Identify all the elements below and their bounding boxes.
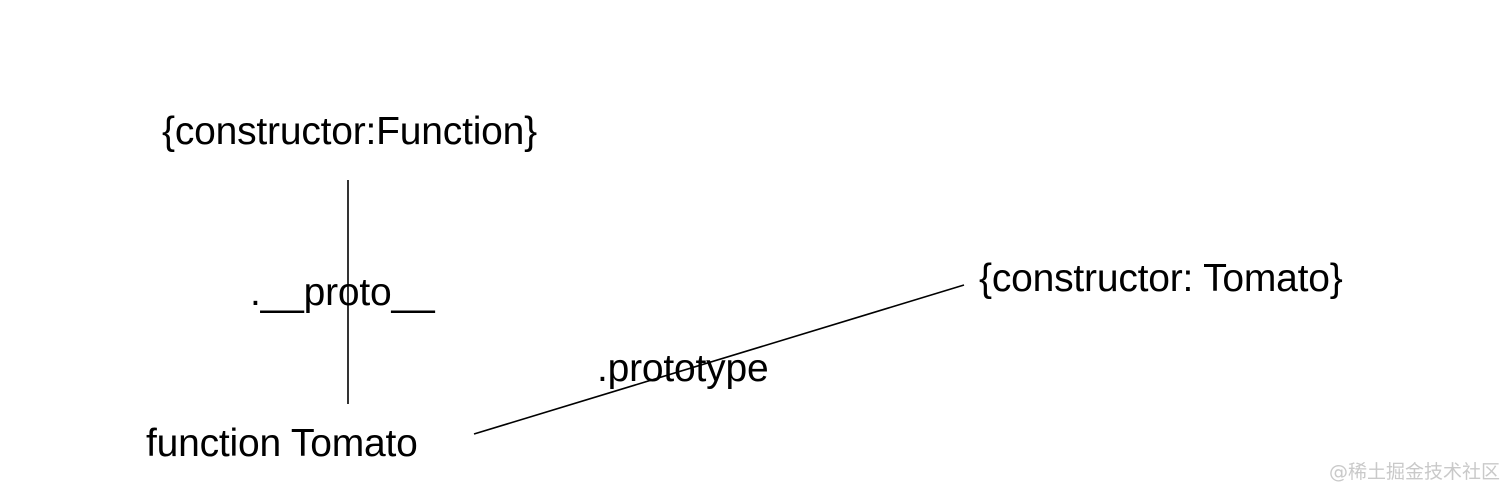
edge-label-proto: .__proto__ xyxy=(250,271,435,314)
edge-label-prototype: .prototype xyxy=(597,347,769,390)
watermark: @稀土掘金技术社区 xyxy=(1328,461,1500,483)
node-constructor-tomato: {constructor: Tomato} xyxy=(979,257,1343,300)
prototype-connector xyxy=(473,284,965,435)
node-function-tomato: function Tomato xyxy=(146,422,418,465)
node-constructor-function: {constructor:Function} xyxy=(162,110,537,153)
